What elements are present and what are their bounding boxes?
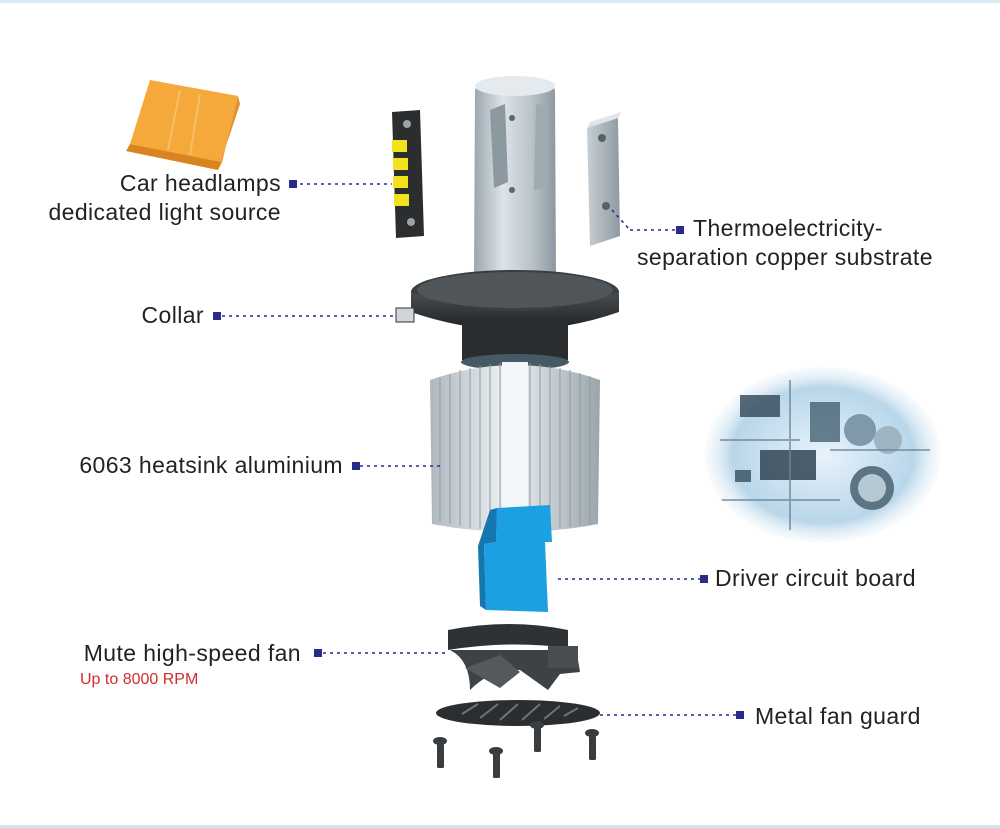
collar-ring [395,270,619,330]
led-strip [392,110,424,238]
leader-lines [222,183,738,716]
cooling-fan [448,624,580,690]
label-substrate-line2: separation copper substrate [637,244,933,270]
label-substrate-line1: Thermoelectricity- [693,215,883,241]
driver-board [478,505,552,612]
screws [433,721,599,778]
heatsink [430,362,600,532]
led-chip-sample [126,80,240,170]
circuit-board-photo [705,367,941,543]
bottom-border [0,825,1000,828]
label-fan: Mute high-speed fan [83,640,301,666]
fan-guard [436,700,600,726]
copper-substrate [587,112,621,246]
label-light-source-line2: dedicated light source [48,199,281,225]
label-fan-rpm: Up to 8000 RPM [80,671,199,688]
leader-markers [213,180,744,719]
label-driver-board: Driver circuit board [715,565,916,591]
label-heatsink: 6063 heatsink aluminium [79,452,343,478]
bulb-tube [474,76,556,278]
label-light-source: Car headlamps dedicated light source [48,169,281,227]
label-substrate: Thermoelectricity- separation copper sub… [637,214,933,272]
label-collar: Collar [141,302,204,328]
top-border [0,0,1000,3]
label-light-source-line1: Car headlamps [119,170,281,196]
label-fan-guard: Metal fan guard [755,703,921,729]
